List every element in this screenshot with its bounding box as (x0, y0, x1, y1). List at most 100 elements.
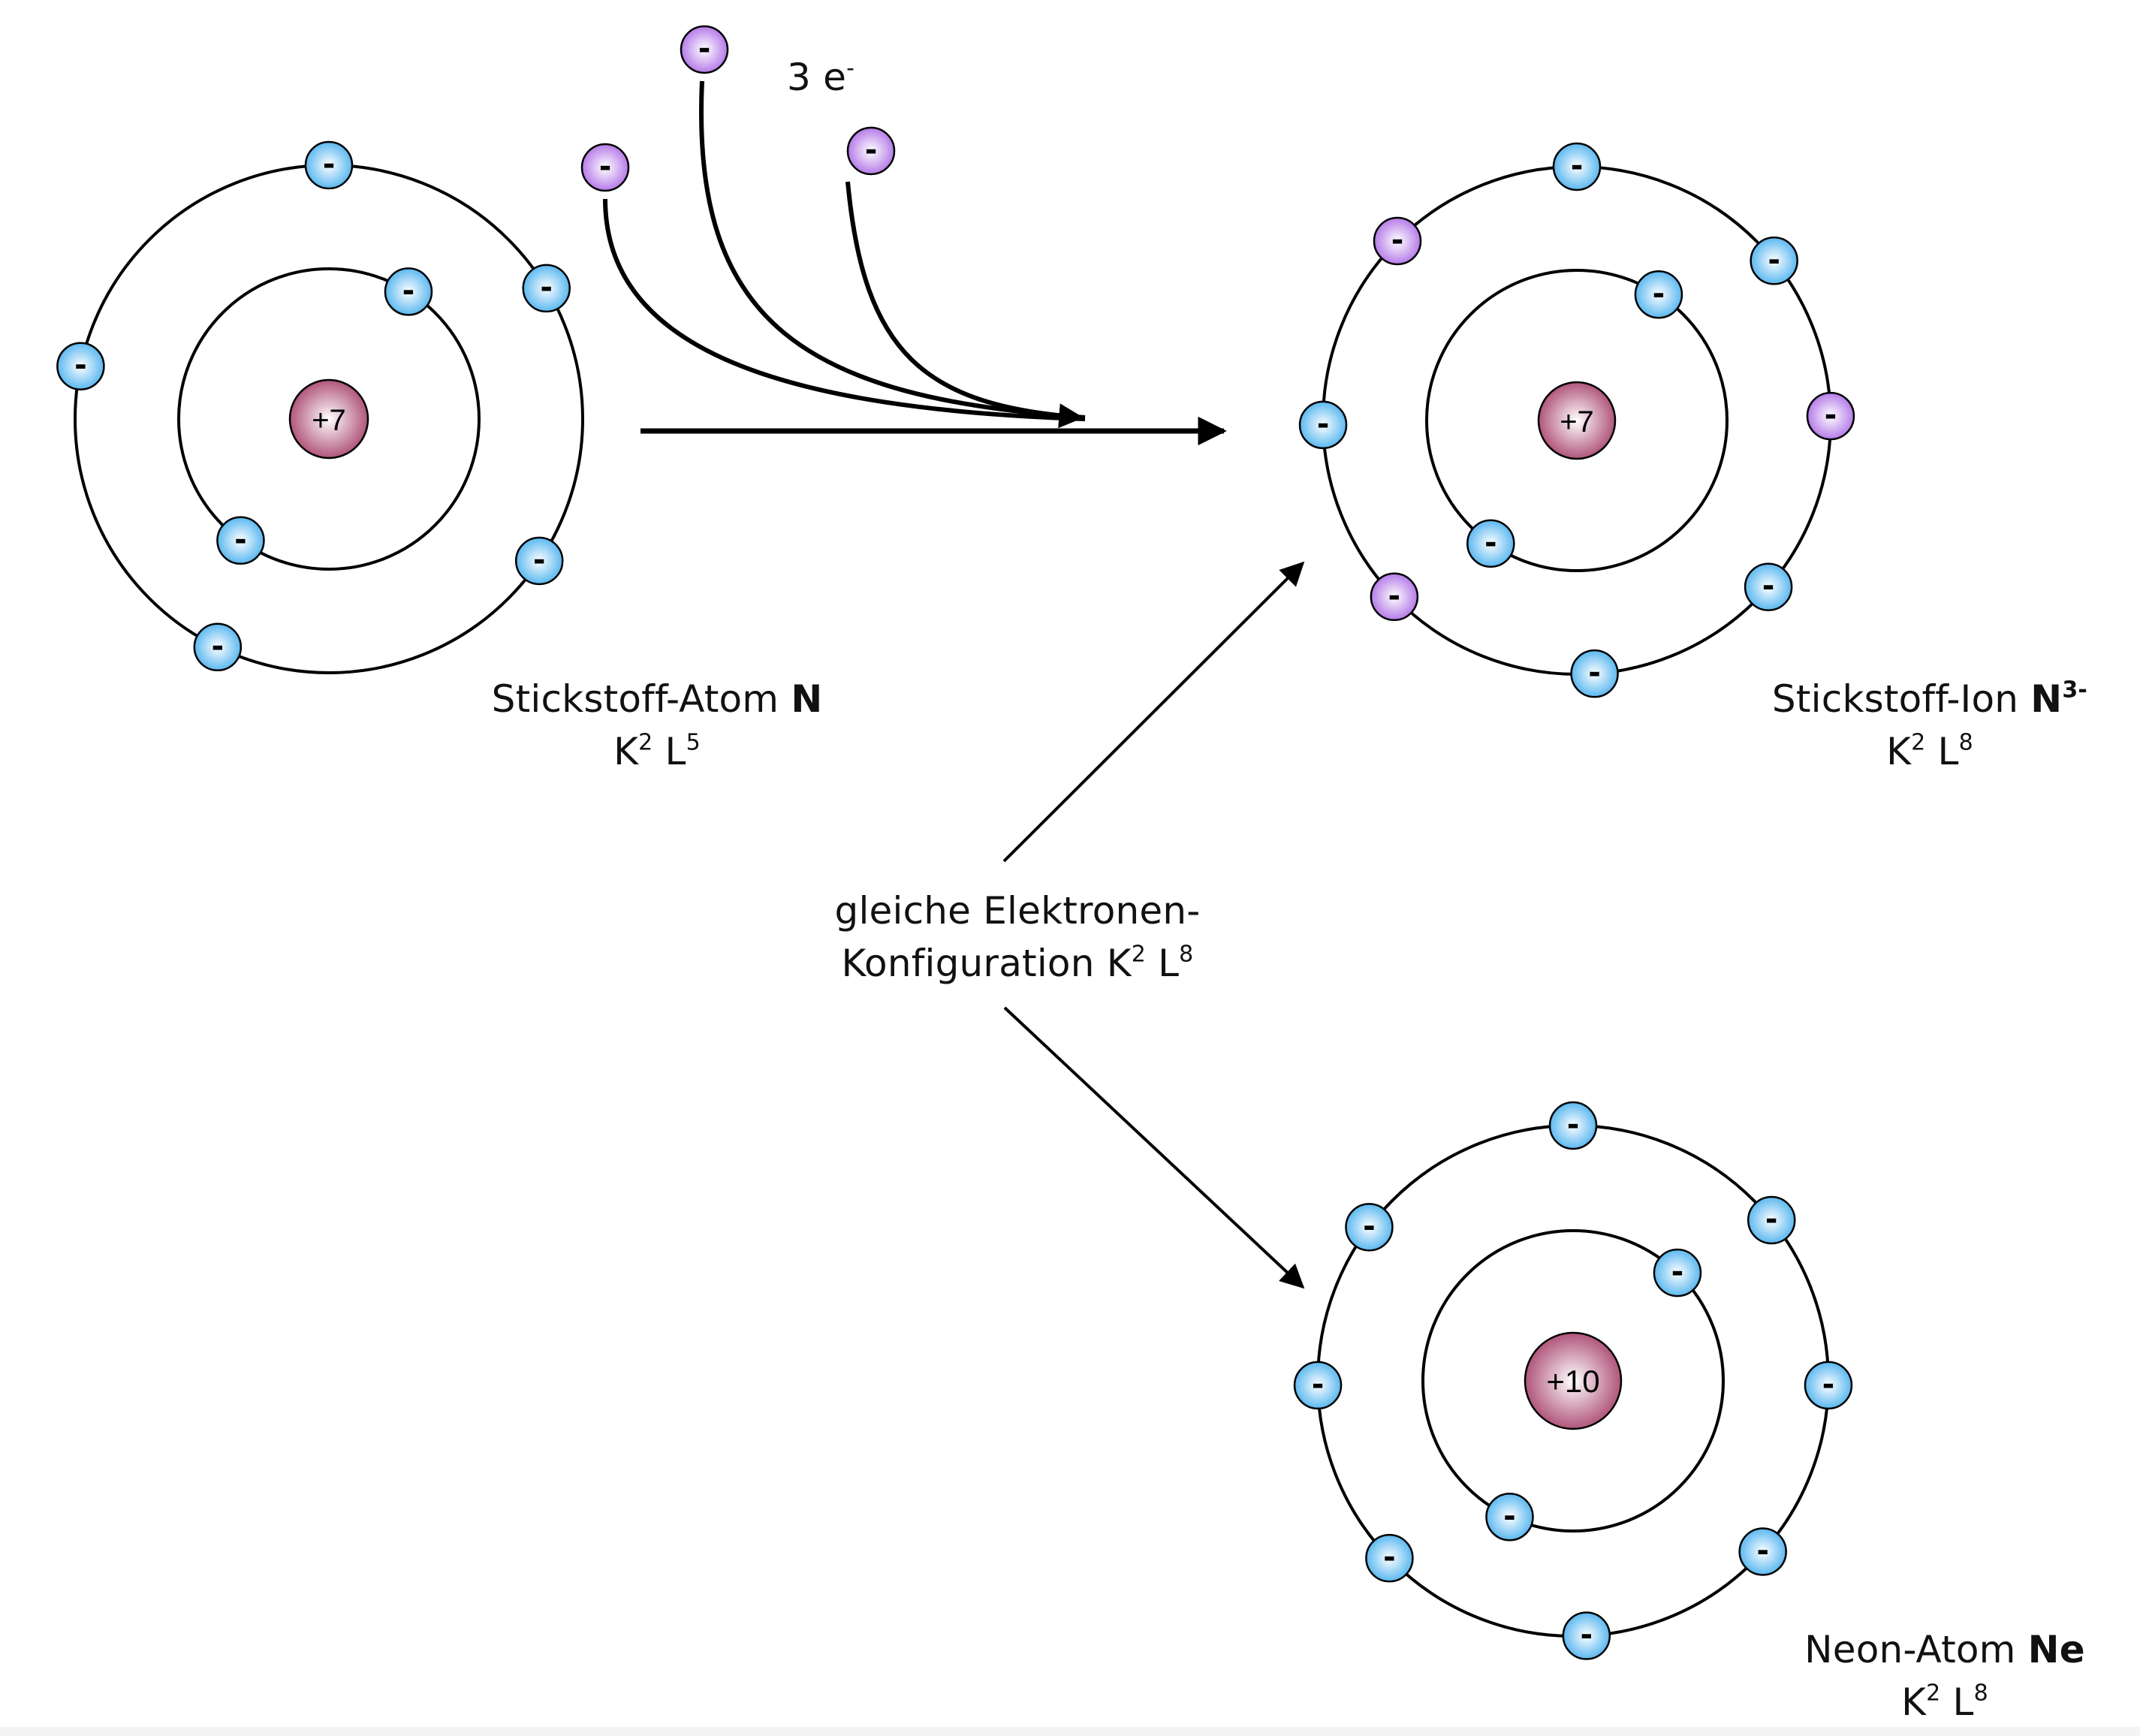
k-shell-electron: - (1466, 519, 1515, 568)
l-shell-electron: - (1298, 400, 1348, 450)
k-shell-orbit (1425, 269, 1729, 572)
k-shell-orbit (1421, 1229, 1725, 1533)
transferred-electron: - (846, 126, 896, 176)
electron-body (1485, 1493, 1534, 1542)
electron-body (384, 267, 433, 316)
transfer-label: 3 e- (787, 51, 854, 104)
electron-minus-sign: - (402, 273, 415, 308)
l-shell-electron: - (304, 140, 354, 190)
electron-minus-sign: - (533, 543, 546, 577)
electron-body (56, 342, 105, 390)
atom-name: Stickstoff-Atom N (491, 677, 823, 721)
nucleus-charge: +10 (1546, 1364, 1599, 1399)
electron-minus-sign: - (1671, 1255, 1684, 1289)
gained-electron: - (1370, 572, 1419, 622)
electron-minus-sign: - (1317, 407, 1330, 442)
l-shell-electron: - (1552, 142, 1602, 191)
element-symbol: Ne (2027, 1628, 2085, 1671)
neon-atom-label: Neon-Atom Ne K2 L8 (1787, 1623, 2102, 1728)
electron-body (522, 264, 571, 313)
k-shell-electron: - (1634, 270, 1683, 319)
nucleus: +7 (1537, 381, 1617, 460)
atom-name: Neon-Atom Ne (1804, 1628, 2085, 1671)
electron-body (1634, 270, 1683, 319)
electron-minus-sign: - (1768, 243, 1780, 277)
electron-minus-sign: - (1825, 398, 1837, 432)
nitrogen-atom-label: Stickstoff-Atom N K2 L5 (481, 673, 833, 778)
electron-body (1738, 1527, 1787, 1576)
electron-minus-sign: - (323, 147, 336, 182)
electron-transfer-arrow (845, 181, 1084, 429)
l-shell-electron: - (1562, 1611, 1611, 1660)
comparison-note: gleiche Elektronen- Konfiguration K2 L8 (822, 885, 1213, 990)
electron-body (1653, 1248, 1702, 1297)
comparison-arrow-up (1002, 561, 1305, 863)
electron-body (1466, 519, 1515, 568)
l-shell-electron: - (56, 342, 105, 390)
electron-body (1298, 400, 1348, 450)
electron-body (1548, 1101, 1598, 1150)
transfer-count: 3 e (787, 56, 847, 99)
electron-body (193, 622, 243, 672)
nitrogen-ion-label: Stickstoff-Ion N3- K2 L8 (1757, 673, 2102, 778)
electron-body (216, 516, 265, 565)
electron-minus-sign: - (865, 133, 878, 167)
l-shell-electron: - (522, 264, 571, 313)
l-shell-electron: - (1293, 1361, 1343, 1410)
electron-minus-sign: - (1822, 1367, 1835, 1402)
electron-minus-sign: - (1588, 656, 1601, 690)
electron-body (1373, 216, 1422, 266)
electron-body (1365, 1533, 1414, 1583)
nitrogen-atom: +7 - - - - - - - (56, 140, 584, 674)
electron-minus-sign: - (1503, 1499, 1516, 1533)
electron-minus-sign: - (1363, 1209, 1376, 1243)
electron-body (514, 536, 564, 586)
l-shell-electron: - (1570, 649, 1619, 698)
electron-minus-sign: - (1765, 1202, 1778, 1237)
neon-atom: +10---------- (1293, 1101, 1853, 1660)
k-shell-electron: - (1653, 1248, 1702, 1297)
transfer-charge: - (846, 55, 855, 82)
gained-electron: - (1373, 216, 1422, 266)
electron-body (1370, 572, 1419, 622)
electron-body (1562, 1611, 1611, 1660)
electron-minus-sign: - (1388, 579, 1401, 613)
electron-minus-sign: - (1391, 223, 1404, 258)
k-shell-orbit (177, 267, 481, 571)
electron-minus-sign: - (212, 629, 225, 664)
electron-body (1345, 1203, 1394, 1252)
nucleus-body (288, 378, 369, 460)
electron-transfer-arrow (603, 198, 1086, 421)
electron-body (1570, 649, 1619, 698)
electron-body (1806, 391, 1855, 441)
electron-minus-sign: - (234, 523, 247, 557)
l-shell-electron: - (193, 622, 243, 672)
nucleus-charge: +7 (1560, 405, 1594, 439)
electron-minus-sign: - (599, 149, 612, 184)
comparison-arrow-down (1003, 1006, 1305, 1289)
l-shell-electron: - (1744, 562, 1793, 611)
transferred-electron: - (580, 143, 630, 192)
nucleus-charge: +7 (312, 404, 346, 437)
electron-minus-sign: - (1571, 149, 1584, 183)
electron-body (846, 126, 896, 176)
electron-minus-sign: - (1762, 569, 1775, 604)
l-shell-electron: - (514, 536, 564, 586)
nucleus: +10 (1524, 1331, 1623, 1430)
gained-electron: - (1806, 391, 1855, 441)
k-shell-electron: - (384, 267, 433, 316)
l-shell-electron: - (1750, 237, 1798, 285)
element-symbol: N (791, 677, 823, 721)
electron-body (1750, 237, 1798, 285)
transferred-electron: - (680, 25, 729, 74)
nucleus: +7 (288, 378, 369, 460)
bottom-edge (0, 1727, 2140, 1736)
nucleus-body (1537, 381, 1617, 460)
l-shell-electron: - (1548, 1101, 1598, 1150)
electron-minus-sign: - (1484, 526, 1497, 560)
nucleus-body (1524, 1331, 1623, 1430)
k-shell-electron: - (216, 516, 265, 565)
electron-body (1747, 1195, 1796, 1245)
electron-minus-sign: - (1312, 1367, 1325, 1402)
